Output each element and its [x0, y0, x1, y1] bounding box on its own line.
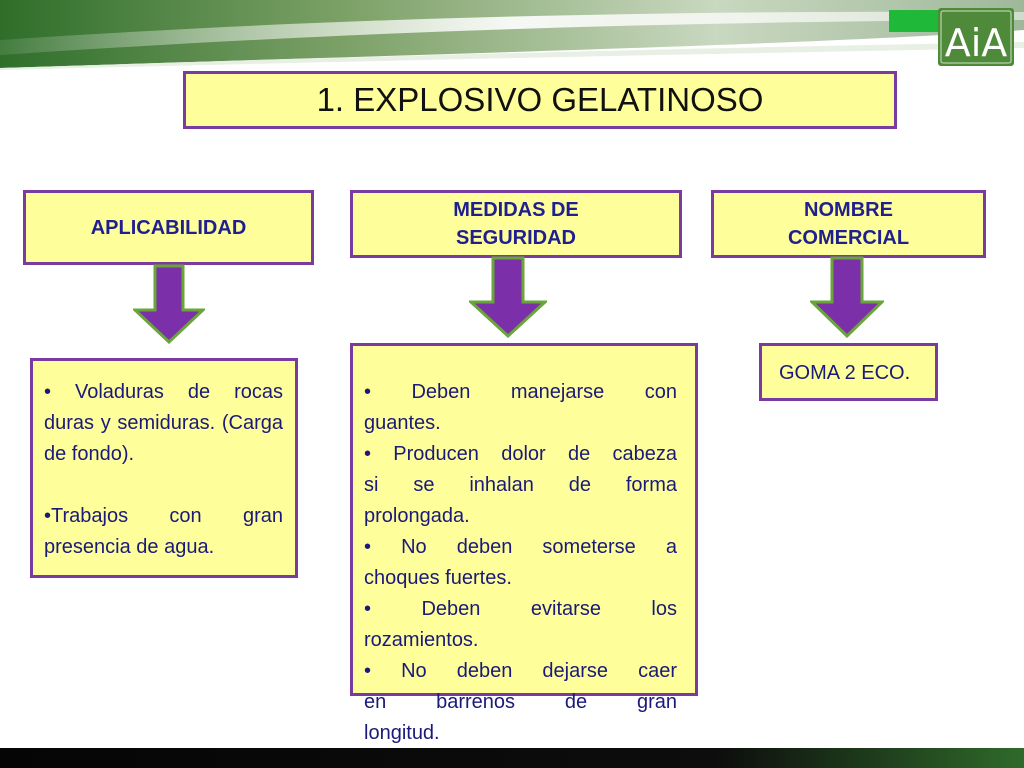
- header-aplicabilidad-label: APLICABILIDAD: [90, 216, 247, 239]
- nombre-comercial-period: .: [904, 362, 911, 384]
- top-decorative-band: [0, 0, 1024, 70]
- header-medidas-de-seguridad: MEDIDAS DE SEGURIDAD: [350, 190, 682, 258]
- list-line: prolongada.: [364, 505, 470, 527]
- nombre-comercial-box: [759, 343, 938, 401]
- header-aplicabilidad: APLICABILIDAD: [23, 190, 314, 265]
- list-line: • Deben manejarse con: [364, 381, 677, 403]
- down-arrow-icon: [469, 256, 547, 338]
- svg-text:AiA: AiA: [945, 21, 1008, 65]
- list-item: • Voladuras de rocas duras y semiduras. …: [44, 381, 283, 465]
- list-item: •Trabajos con gran presencia de agua.: [44, 505, 283, 558]
- header-medidas-line1: MEDIDAS DE: [453, 199, 579, 221]
- list-line: en barrenos de gran: [364, 691, 677, 713]
- list-line: • Deben evitarse los: [364, 598, 677, 620]
- list-line: guantes.: [364, 412, 441, 434]
- list-line: choques fuertes.: [364, 567, 512, 589]
- list-line: si se inhalan de forma: [364, 474, 677, 496]
- down-arrow-icon: [133, 264, 205, 344]
- nombre-comercial-text: GOMA 2 ECO: [779, 362, 905, 384]
- list-line: longitud.: [364, 722, 440, 744]
- header-nombre-line2: COMERCIAL: [787, 227, 910, 249]
- header-nombre-line1: NOMBRE: [804, 199, 893, 221]
- aplicabilidad-list: • Voladuras de rocas duras y semiduras. …: [30, 358, 298, 578]
- page-title: 1. EXPLOSIVO GELATINOSO: [183, 71, 897, 129]
- nombre-comercial-value: GOMA 2 ECO.: [779, 362, 910, 385]
- aia-logo: AiA: [938, 8, 1014, 66]
- header-medidas-line2: SEGURIDAD: [455, 227, 576, 249]
- list-line: • No deben someterse a: [364, 536, 677, 558]
- bottom-decorative-band: [0, 748, 1024, 768]
- medidas-de-seguridad-list: • Deben manejarse con guantes. • Produce…: [350, 343, 698, 744]
- list-line: • No deben dejarse caer: [364, 660, 677, 682]
- header-nombre-comercial: NOMBRE COMERCIAL: [711, 190, 986, 258]
- down-arrow-icon: [810, 256, 884, 338]
- list-line: • Producen dolor de cabeza: [364, 443, 677, 465]
- list-line: rozamientos.: [364, 629, 479, 651]
